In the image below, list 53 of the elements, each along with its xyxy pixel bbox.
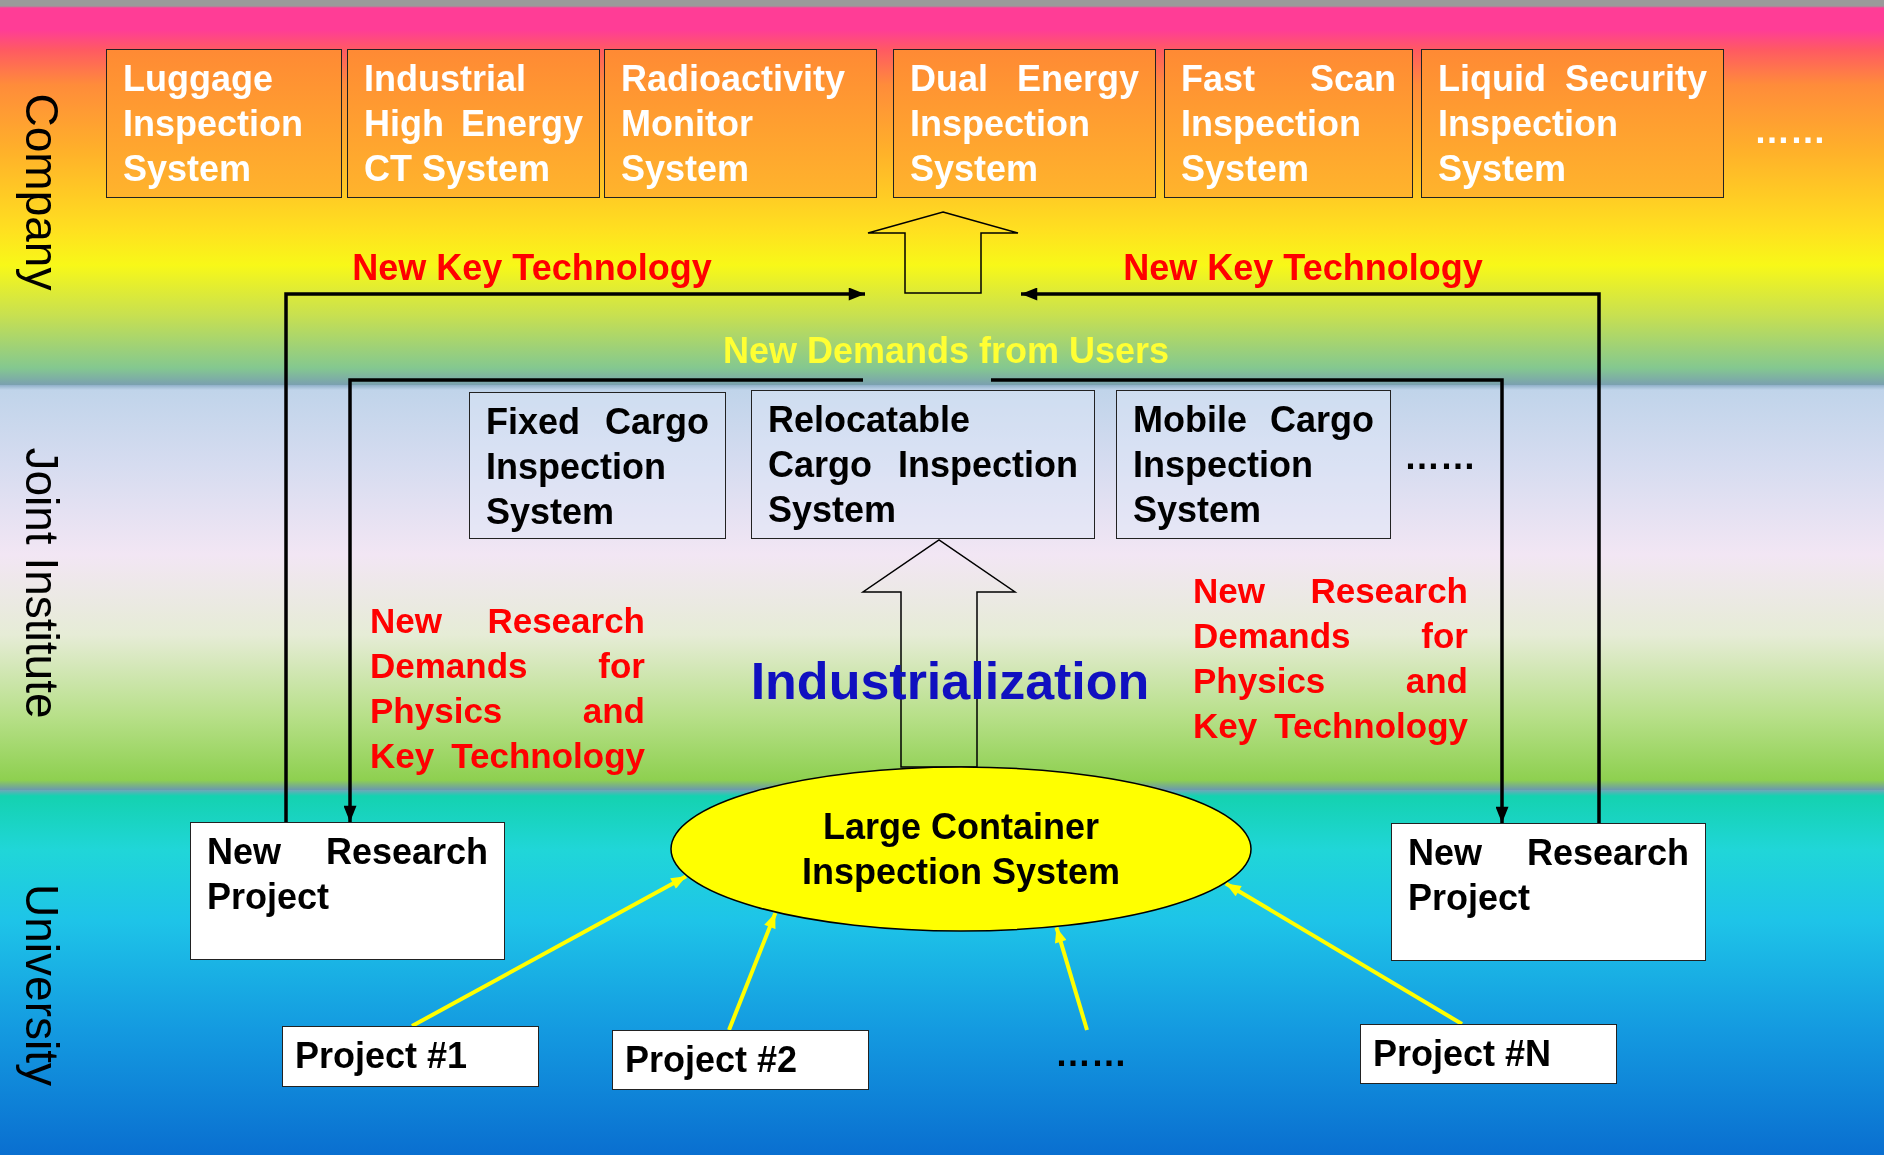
swimlane-band xyxy=(0,0,1884,385)
box-text: Fast Scan Inspection System xyxy=(1181,57,1396,191)
ellipsis-text: …… xyxy=(1754,109,1826,153)
system-box xyxy=(604,49,877,198)
note-text: New Research Demands for Physics and Key Technology xyxy=(370,600,645,777)
project-box xyxy=(282,1026,539,1087)
edge-label: New Key Technology xyxy=(352,247,712,289)
arrow xyxy=(1224,881,1464,1026)
system-box xyxy=(1421,49,1724,198)
box-text: New Research Project xyxy=(207,830,488,919)
block-arrow xyxy=(867,211,1019,294)
arrow xyxy=(991,378,1509,823)
box-text: Luggage Inspection System xyxy=(123,57,305,191)
system-box xyxy=(347,49,600,198)
box-text: Project #1 xyxy=(295,1035,469,1077)
arrow xyxy=(1021,287,1601,823)
system-box xyxy=(469,392,726,539)
box-text: Industrial High Energy CT System xyxy=(364,57,583,191)
box-text: Liquid Security Inspection System xyxy=(1438,57,1707,191)
band-label: Company xyxy=(15,93,69,291)
box-text: Dual Energy Inspection System xyxy=(910,57,1139,191)
system-box xyxy=(893,49,1156,198)
project-box xyxy=(1360,1024,1617,1084)
system-box xyxy=(1116,390,1391,539)
project-box xyxy=(612,1030,869,1090)
system-ellipse xyxy=(670,766,1252,932)
box-text: Project #N xyxy=(1373,1033,1553,1075)
arrow xyxy=(727,912,778,1031)
box-text: Fixed Cargo Inspection System xyxy=(486,400,709,534)
note-text: New Research Demands for Physics and Key Technology xyxy=(1193,570,1468,747)
box-text: Project #2 xyxy=(625,1039,799,1081)
project-box xyxy=(190,822,505,960)
box-text: New Research Project xyxy=(1408,831,1689,920)
box-text: Radioactivity Monitor System xyxy=(621,57,847,191)
ellipsis-text: …… xyxy=(1055,1030,1126,1078)
system-box xyxy=(106,49,342,198)
project-box xyxy=(1391,823,1706,961)
node-text: Large Container Inspection System xyxy=(800,805,1122,894)
arrow xyxy=(411,874,688,1028)
system-box xyxy=(751,390,1095,539)
arrow xyxy=(1054,926,1089,1031)
flow-label: New Demands from Users xyxy=(722,329,1170,373)
swimlane-band xyxy=(0,385,1884,790)
hollow-arrow xyxy=(860,539,1018,768)
system-box xyxy=(1164,49,1413,198)
ellipsis-text: …… xyxy=(1404,435,1476,479)
edge-label: New Key Technology xyxy=(1123,247,1483,289)
band-label: Joint Institute xyxy=(15,447,69,719)
arrow xyxy=(284,287,865,822)
arrow xyxy=(343,378,863,822)
box-text: Relocatable Cargo Inspection System xyxy=(768,398,1078,532)
box-text: Mobile Cargo Inspection System xyxy=(1133,398,1374,532)
band-label: University xyxy=(15,884,69,1086)
